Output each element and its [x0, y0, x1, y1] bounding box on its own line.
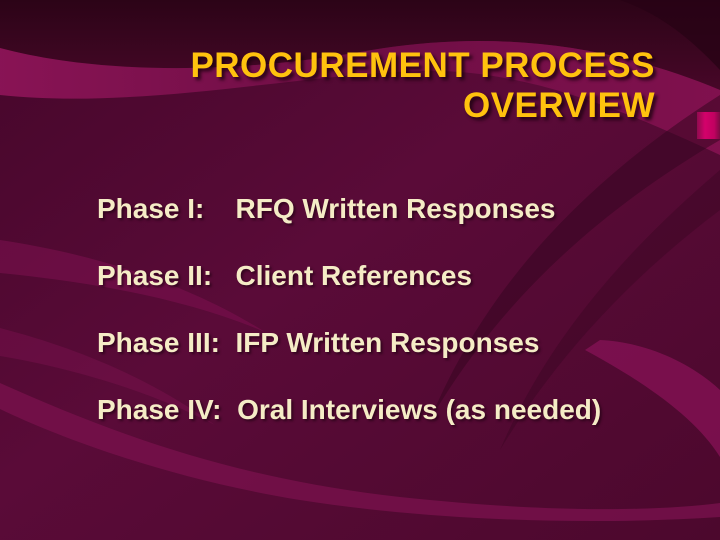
slide-title-line-1: PROCUREMENT PROCESS — [190, 46, 655, 85]
phase-list: Phase I: RFQ Written Responses Phase II:… — [97, 192, 601, 460]
phase-line-2: Phase II: Client References — [97, 260, 473, 291]
slide-title: PROCUREMENT PROCESS OVERVIEW — [60, 46, 655, 126]
slide-title-line-2: OVERVIEW — [462, 86, 655, 125]
accent-bar — [697, 112, 720, 139]
phase-line-1: Phase I: RFQ Written Responses — [97, 193, 556, 224]
phase-line-4: Phase IV: Oral Interviews (as needed) — [97, 394, 602, 425]
phase-line-3: Phase III: IFP Written Responses — [97, 327, 540, 358]
